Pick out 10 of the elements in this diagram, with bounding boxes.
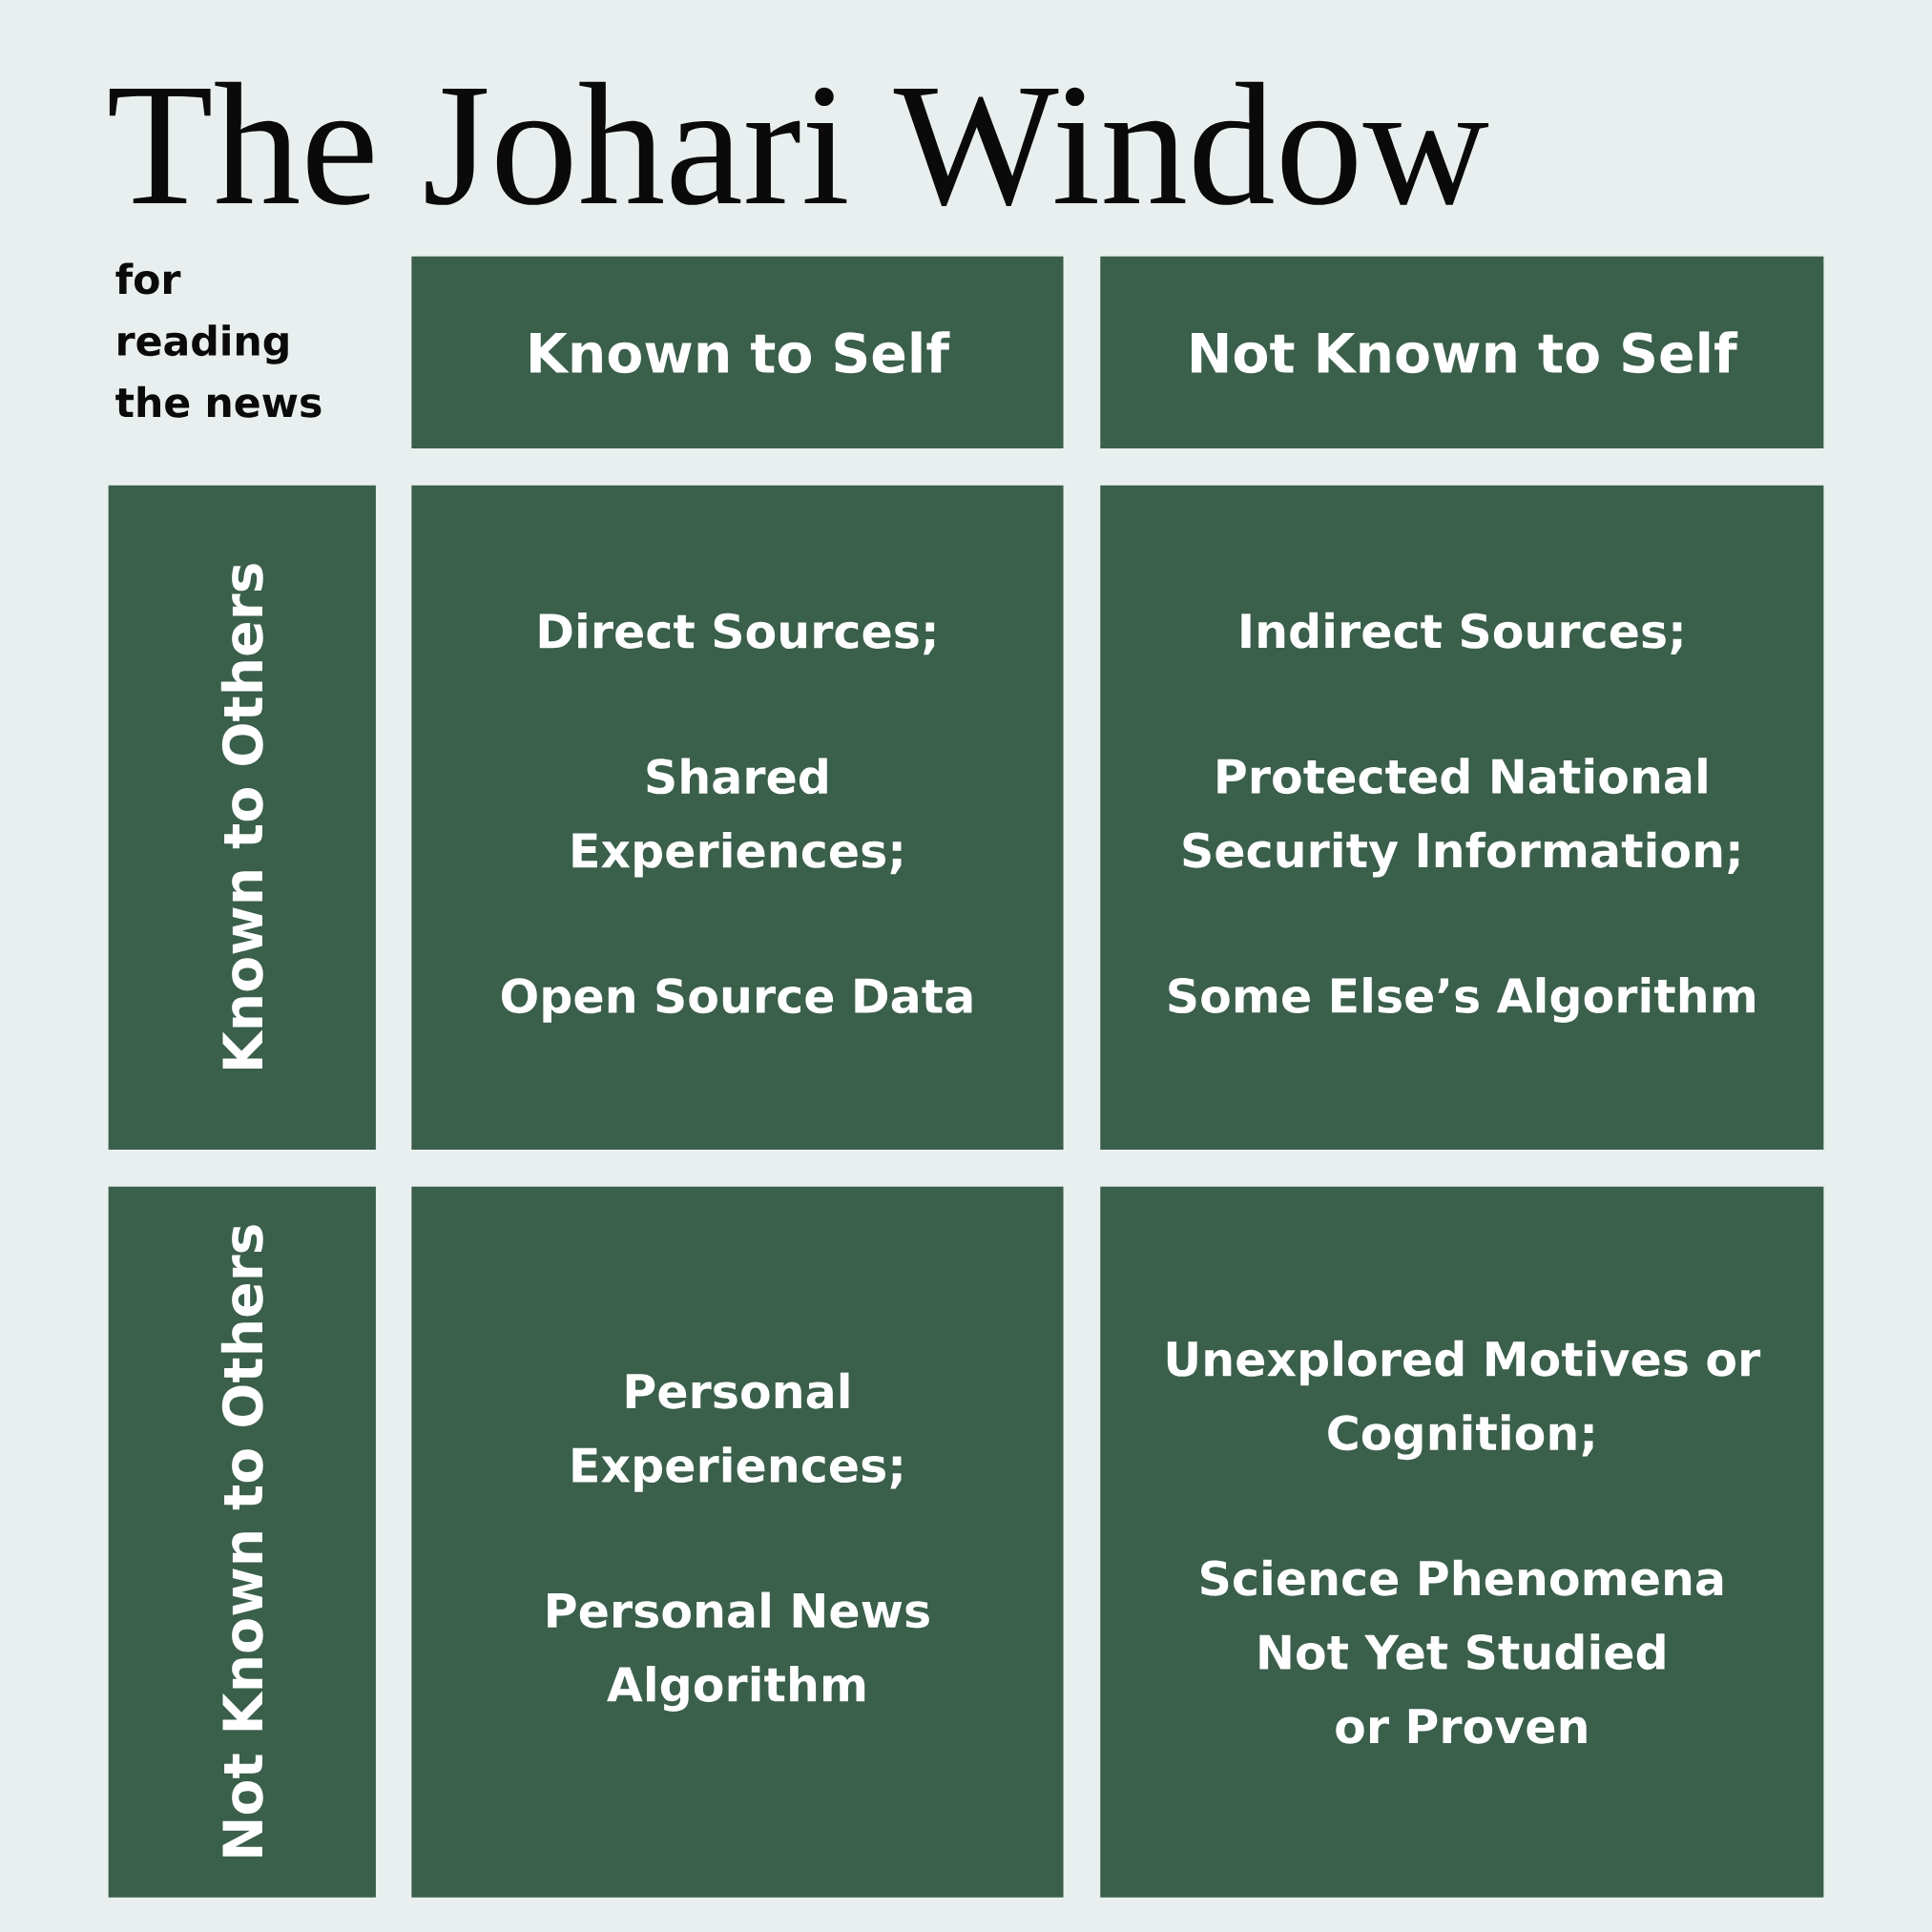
quadrant-cell: Direct Sources; Shared Experiences; Open Source Data [411,485,1064,1150]
quadrant-cell: Personal Experiences; Personal News Algorithm [411,1186,1064,1898]
row-header: Known to Others [108,485,376,1150]
quadrant-cell: Unexplored Motives or Cognition; Science Phenomena Not Yet Studied or Proven [1100,1186,1824,1898]
subtitle: for reading the news [115,262,322,418]
quadrant-cell: Indirect Sources; Protected National Security Information; Some Else’s Algorithm [1100,485,1824,1150]
column-header: Known to Self [411,256,1064,449]
row-header: Not Known to Others [108,1186,376,1898]
column-header: Not Known to Self [1100,256,1824,449]
title: The Johari Window [109,81,1489,206]
